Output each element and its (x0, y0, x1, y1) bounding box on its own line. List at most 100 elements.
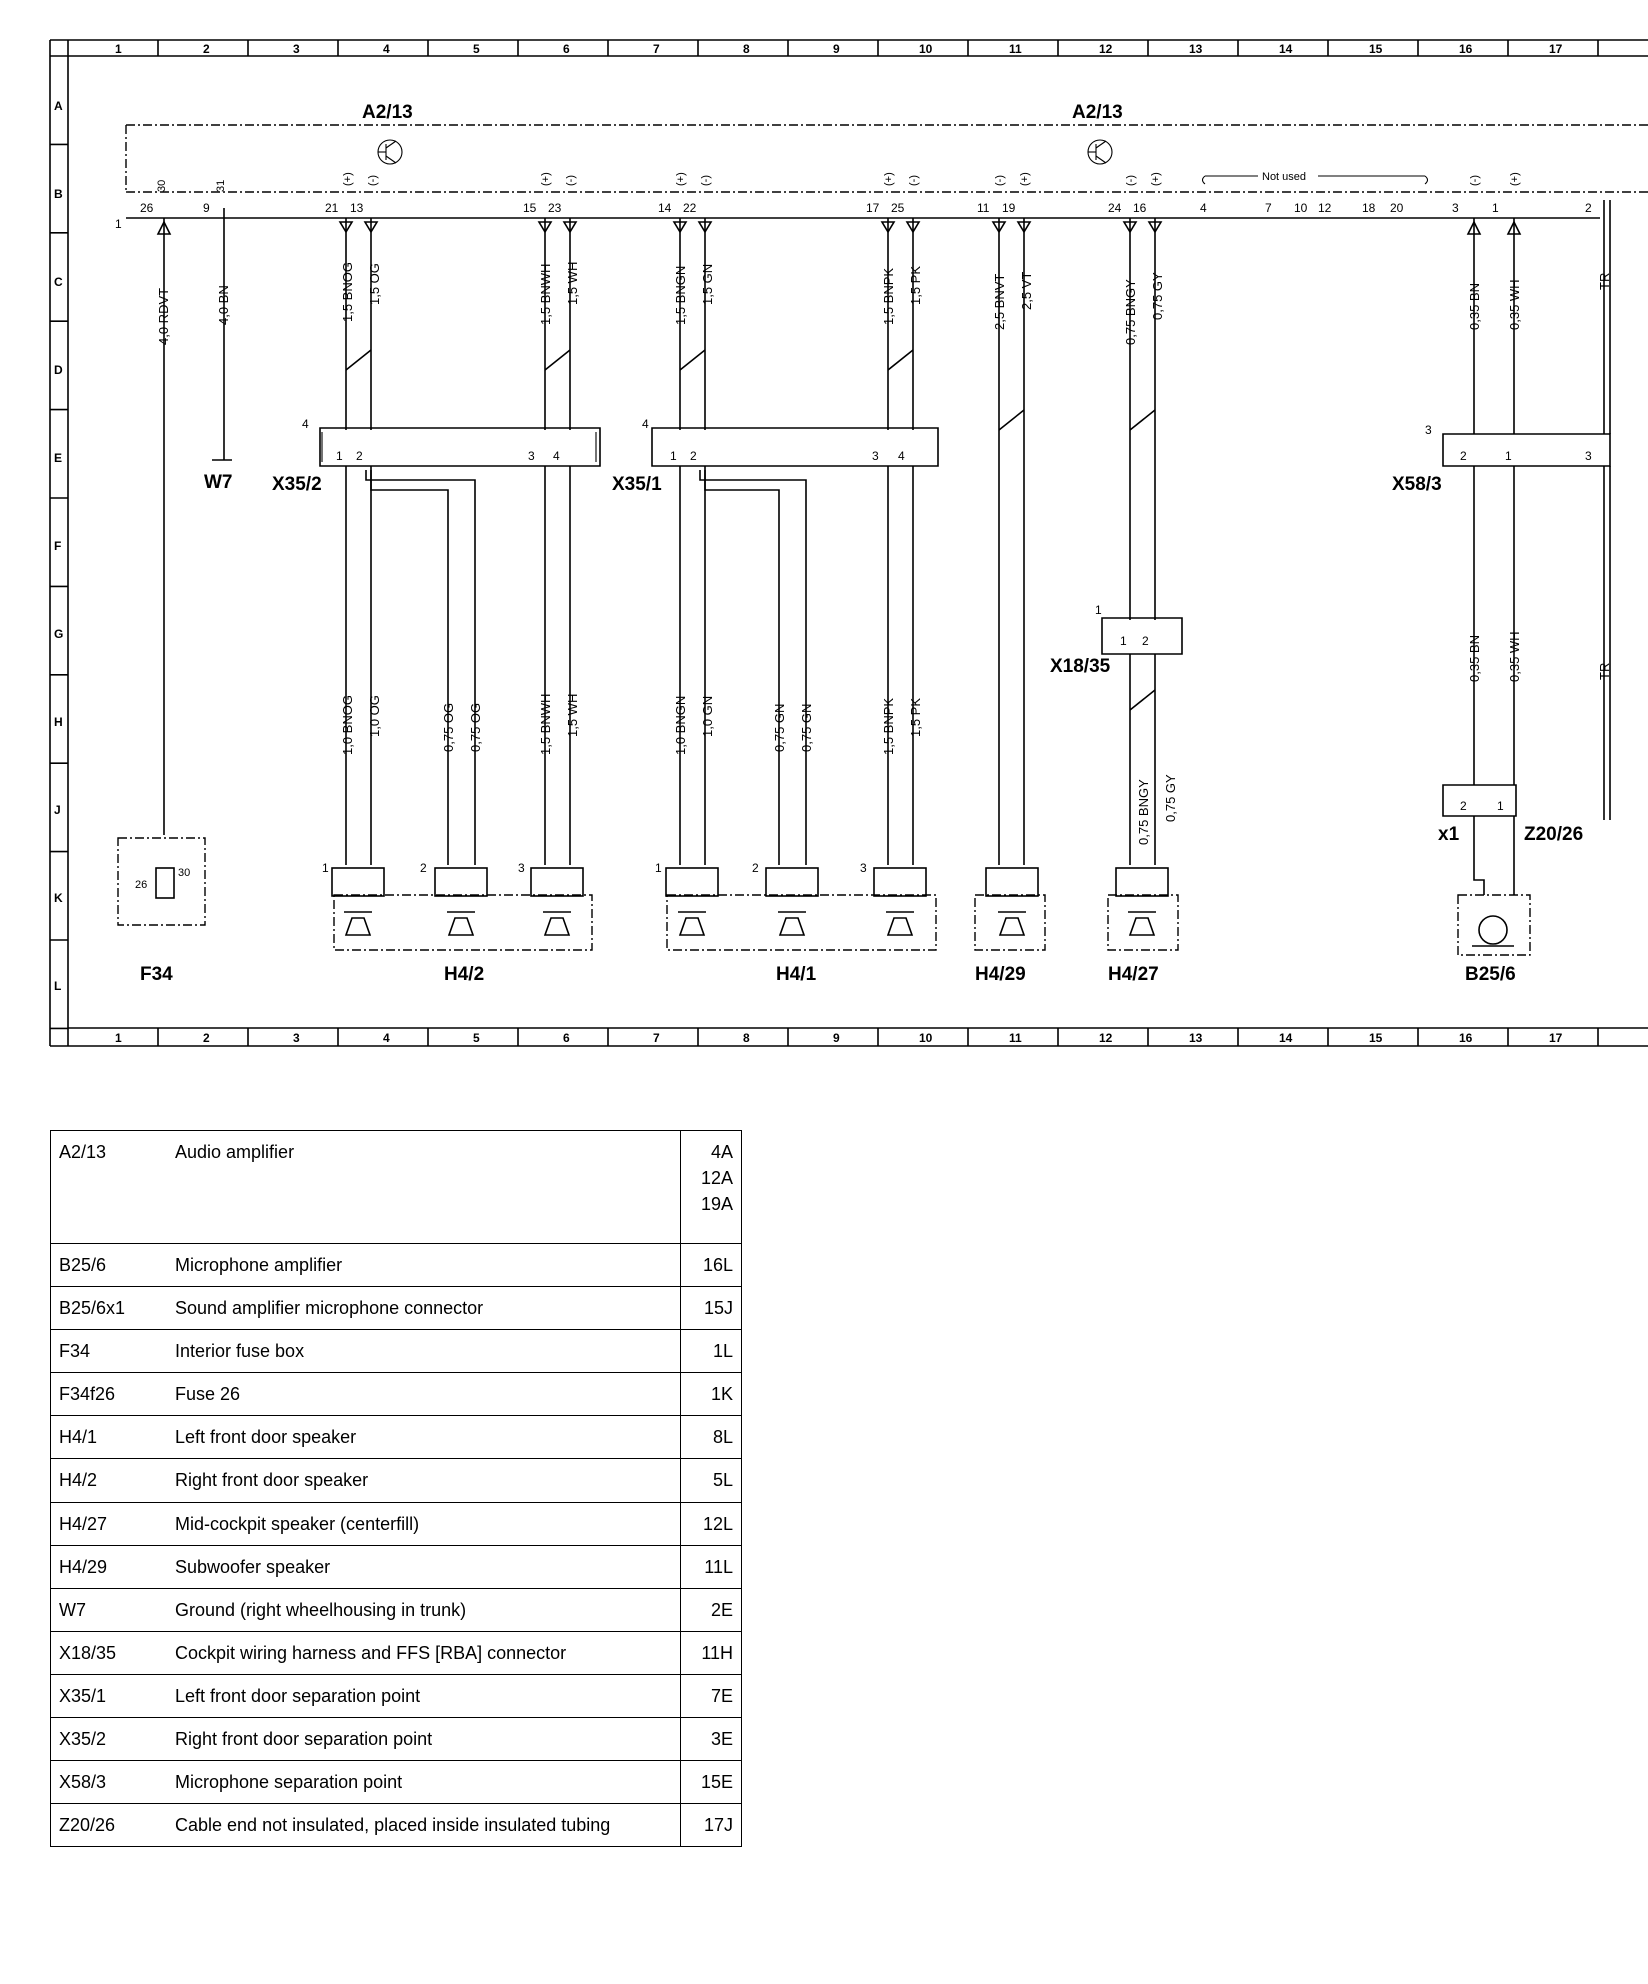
wire (544, 466, 571, 865)
col-16-bottom: 16 (1459, 1031, 1473, 1045)
transistor-icon (377, 139, 403, 165)
legend-code: B25/6 (50, 1242, 167, 1287)
pin-label: 4 (898, 449, 905, 463)
pin-label: 26 (140, 201, 154, 215)
wire (887, 218, 914, 430)
col-17-bottom: 17 (1549, 1031, 1563, 1045)
row-G: G (54, 627, 63, 641)
col-3-bottom: 3 (293, 1031, 300, 1045)
pin-label: 3 (1585, 449, 1592, 463)
pin-label: 22 (683, 201, 697, 215)
fuse-pin-26: 26 (135, 879, 147, 891)
legend-location-value: 4A (710, 1142, 733, 1162)
label-a2-13-right: A2/13 (1072, 102, 1123, 123)
connector-x35-1: 4 1 2 3 4 X35/1 (612, 417, 939, 495)
col-7-bottom: 7 (653, 1031, 660, 1045)
label-x18-35: X18/35 (1050, 656, 1111, 677)
pin-label: 1 (1120, 634, 1127, 648)
wire-label: 0,75 OG (468, 703, 483, 752)
terminal-30-label: 30 (156, 180, 168, 192)
legend-description: Subwoofer speaker (167, 1544, 681, 1589)
ground-w7: W7 (204, 459, 233, 493)
label-x1: x1 (1438, 824, 1460, 845)
row-K: K (54, 891, 63, 905)
arrow-icon (1016, 221, 1032, 234)
polarity-minus: (-) (367, 175, 379, 186)
arrow-icon (1147, 221, 1163, 234)
pin-label: 13 (350, 201, 364, 215)
polarity-plus: (+) (1150, 172, 1162, 186)
column-labels-bottom: 1 2 3 4 5 6 7 8 9 10 11 12 13 14 15 16 1… (115, 1031, 1563, 1045)
wire-label: 1,5 BNGN (673, 266, 688, 325)
col-6-bottom: 6 (563, 1031, 570, 1045)
speakers (331, 867, 1179, 951)
wire-label: 1,0 BNGN (673, 696, 688, 755)
wire (1129, 654, 1156, 865)
legend-description: Interior fuse box (167, 1329, 681, 1373)
wire (679, 466, 706, 865)
label-f34: F34 (140, 964, 173, 985)
transistor-icon (1087, 139, 1113, 165)
label-h4-1: H4/1 (776, 964, 817, 985)
row-labels: A B C D E F G H J K L (54, 99, 63, 993)
legend-code: H4/2 (50, 1458, 167, 1503)
pin-label: 3 (1452, 201, 1459, 215)
wire (544, 218, 571, 430)
legend-location-value: 15J (703, 1298, 733, 1319)
wire (679, 218, 706, 430)
speaker-connector (665, 867, 719, 897)
wire-label: 0,35 WH (1507, 279, 1522, 330)
row-C: C (54, 275, 63, 289)
col-7: 7 (653, 42, 660, 56)
connector-x1: 2 1 x1 Z20/26 (1438, 784, 1583, 845)
legend-description: Right front door speaker (167, 1458, 681, 1503)
legend-code: B25/6x1 (50, 1286, 167, 1330)
wire-label: 1,5 BNPK (881, 698, 896, 755)
wire-label: 4,0 BN (216, 285, 231, 325)
wire-label: 1,5 PK (908, 698, 923, 737)
col-15-bottom: 15 (1369, 1031, 1383, 1045)
polarity-minus: (-) (700, 175, 712, 186)
legend-location: 1L (680, 1329, 742, 1373)
pin-label: 12 (1318, 201, 1332, 215)
pin-label: 21 (325, 201, 339, 215)
arrow-icon (537, 221, 553, 234)
row-B: B (54, 187, 63, 201)
pin-label: 20 (1390, 201, 1404, 215)
row-D: D (54, 363, 63, 377)
pin-label: 2 (1585, 201, 1592, 215)
wiring-diagram: 1 2 3 4 5 6 7 8 9 10 11 12 13 14 15 16 1… (49, 39, 1648, 1047)
grid-frame (49, 39, 1648, 1047)
twist-mark (887, 349, 914, 371)
legend-code: H4/27 (50, 1501, 167, 1546)
polarity-labels: (+) (-) (+) (-) (+) (-) (+) (-) (-) (+) … (342, 172, 1521, 186)
legend-location-value: 12L (702, 1513, 733, 1534)
pin-label: 7 (1265, 201, 1272, 215)
wire-labels-top: 4,0 RDVT 4,0 BN 1,5 BNOG 1,5 OG 1,5 BNWH… (156, 262, 1612, 345)
legend-description: Mid-cockpit speaker (centerfill) (167, 1501, 681, 1546)
legend-location-value: 2E (710, 1599, 733, 1620)
speaker-enclosure (333, 894, 593, 951)
wire (699, 470, 807, 865)
pin-label: 1 (336, 449, 343, 463)
legend-location: 15E (680, 1760, 742, 1804)
speaker-connector (765, 867, 819, 897)
pin-label: 1 (115, 217, 122, 231)
wires (156, 200, 1611, 895)
legend-code: X35/2 (50, 1717, 167, 1761)
legend-location: 2E (680, 1587, 742, 1632)
legend-location-value: 1K (710, 1384, 733, 1405)
wire-label: 0,35 BN (1467, 635, 1482, 682)
legend-location: 8L (680, 1415, 742, 1459)
legend-description: Left front door separation point (167, 1673, 681, 1718)
col-11-bottom: 11 (1009, 1031, 1022, 1045)
col-8-bottom: 8 (743, 1031, 750, 1045)
arrow-icon (156, 220, 172, 235)
microphone-b25-6 (1457, 894, 1531, 956)
pin-label: 15 (523, 201, 537, 215)
